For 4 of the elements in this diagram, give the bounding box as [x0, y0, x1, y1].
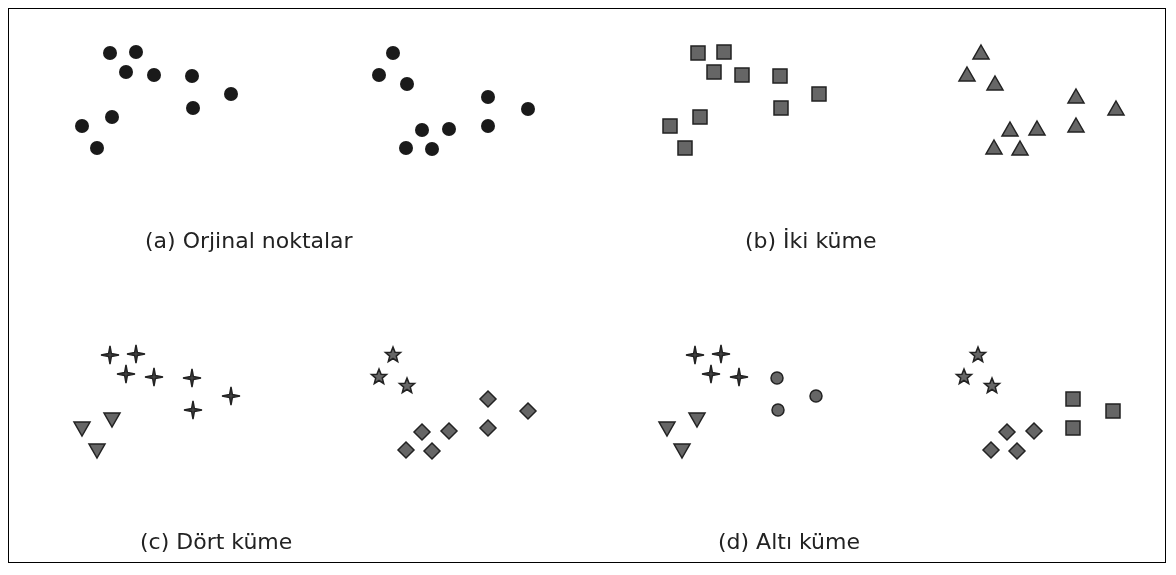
panel-caption: (c) Dört küme [140, 529, 293, 554]
panel-caption: (d) Altı küme [718, 529, 860, 554]
panel-caption: (b) İki küme [745, 228, 877, 253]
panel-caption: (a) Orjinal noktalar [145, 228, 353, 253]
